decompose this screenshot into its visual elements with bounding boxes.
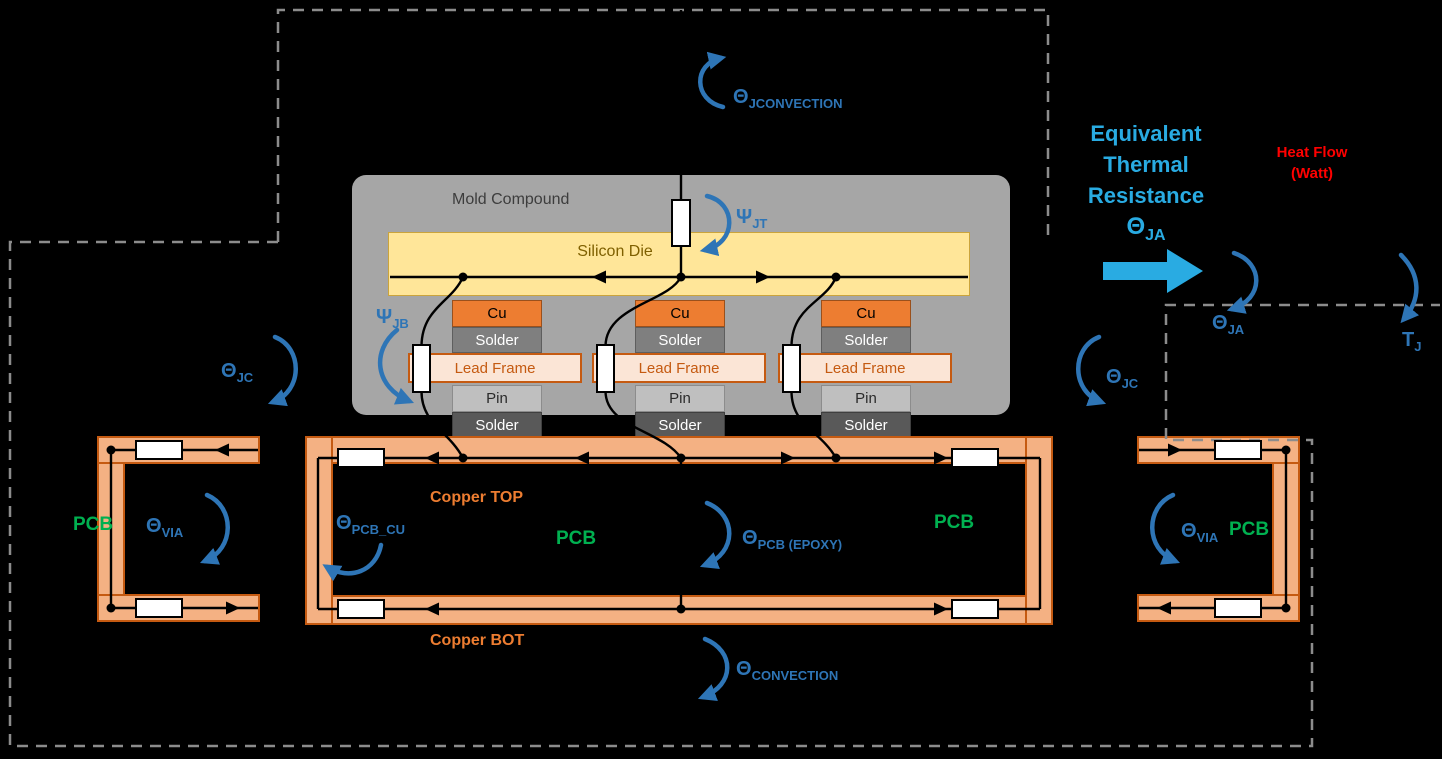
silicon-die-box xyxy=(388,232,970,296)
pcb-main-right-bar xyxy=(1025,436,1053,625)
pcb-main-copper-bottom-bar xyxy=(305,595,1053,625)
pcb-label-right-piece: PCB xyxy=(1229,519,1270,540)
pin-label-1: Pin xyxy=(486,390,508,407)
pcb-main-left-bar xyxy=(305,436,333,625)
cu-label-3: Cu xyxy=(856,305,876,322)
heat-flow-line-2: (Watt) xyxy=(1291,165,1333,182)
theta-jc-left-label: ΘJC xyxy=(221,360,254,385)
solder-bottom-label-2: Solder xyxy=(658,416,702,434)
theta-pcb-cu-arrow-icon xyxy=(322,542,384,582)
heat-flow-line-1: Heat Flow xyxy=(1276,144,1348,161)
equivalent-title-line-1: Equivalent xyxy=(1090,121,1202,146)
pcb-label-left-piece: PCB xyxy=(73,514,114,535)
pcb-main-copper-top-bar xyxy=(305,436,1053,464)
solder-top-box-3: Solder xyxy=(821,327,911,353)
theta-jconvection-arrow-icon xyxy=(698,51,727,110)
equivalent-title-line-2: Thermal xyxy=(1103,152,1189,177)
theta-jc-right-arrow-icon xyxy=(1076,334,1107,407)
copper-bot-label: Copper BOT xyxy=(430,632,525,649)
lead-frame-box-2: Lead Frame xyxy=(592,353,766,383)
cu-label-1: Cu xyxy=(487,305,507,322)
theta-pcb-cu-label: ΘPCB_CU xyxy=(336,512,406,537)
theta-via-right-label: ΘVIA xyxy=(1181,520,1219,545)
pin-label-3: Pin xyxy=(855,390,877,407)
solder-top-box-1: Solder xyxy=(452,327,542,353)
solder-bottom-label-1: Solder xyxy=(475,416,519,434)
theta-jc-left-arrow-icon xyxy=(267,334,298,407)
pcb-right-top-bar xyxy=(1137,436,1300,464)
pcb-label-main-left: PCB xyxy=(556,528,597,549)
lead-frame-box-3: Lead Frame xyxy=(778,353,952,383)
theta-via-left-arrow-icon xyxy=(199,492,230,565)
lead-frame-box-1: Lead Frame xyxy=(408,353,582,383)
solder-top-label-2: Solder xyxy=(658,331,702,349)
theta-ja-arrow-icon xyxy=(1226,250,1259,314)
theta-via-right-arrow-icon xyxy=(1150,492,1181,565)
pin-box-1: Pin xyxy=(452,385,542,412)
solder-bottom-box-3: Solder xyxy=(821,412,911,438)
pin-box-3: Pin xyxy=(821,385,911,412)
theta-ja-label: ΘJA xyxy=(1212,312,1245,337)
theta-pcb-epoxy-label: ΘPCB (EPOXY) xyxy=(742,527,843,552)
psi-jt-label: ΨJT xyxy=(736,206,768,231)
theta-convection-label: ΘCONVECTION xyxy=(736,658,839,683)
lead-frame-label-3: Lead Frame xyxy=(824,359,906,377)
pin-box-2: Pin xyxy=(635,385,725,412)
copper-top-label: Copper TOP xyxy=(430,489,524,506)
solder-top-label-1: Solder xyxy=(475,331,519,349)
psi-jb-label: ΨJB xyxy=(376,306,409,331)
theta-jc-right-label: ΘJC xyxy=(1106,366,1139,391)
tj-label: TJ xyxy=(1402,329,1422,354)
lead-frame-label-2: Lead Frame xyxy=(638,359,720,377)
solder-bottom-box-2: Solder xyxy=(635,412,725,438)
mold-compound-label: Mold Compound xyxy=(452,191,570,208)
equivalent-transform-arrow-icon xyxy=(1103,249,1203,293)
solder-bottom-box-1: Solder xyxy=(452,412,542,438)
solder-top-label-3: Solder xyxy=(844,331,888,349)
pcb-left-top-bar xyxy=(97,436,260,464)
theta-via-left-label: ΘVIA xyxy=(146,515,184,540)
equivalent-title-block: Equivalent Thermal Resistance ΘJA xyxy=(1054,118,1238,251)
pin-label-2: Pin xyxy=(669,390,691,407)
cu-label-2: Cu xyxy=(670,305,690,322)
theta-pcb-epoxy-arrow-icon xyxy=(699,500,732,569)
pcb-left-bottom-bar xyxy=(97,594,260,622)
heat-flow-note: Heat Flow (Watt) xyxy=(1252,142,1372,184)
theta-convection-arrow-icon xyxy=(697,636,730,701)
silicon-die-label: Silicon Die xyxy=(577,243,653,260)
cu-box-1: Cu xyxy=(452,300,542,327)
theta-jconvection-label: ΘJCONVECTION xyxy=(733,86,843,111)
solder-bottom-label-3: Solder xyxy=(844,416,888,434)
tj-arrow-icon xyxy=(1398,252,1420,324)
pcb-right-bottom-bar xyxy=(1137,594,1300,622)
equivalent-title-symbol: ΘJA xyxy=(1126,213,1166,244)
lead-frame-label-1: Lead Frame xyxy=(454,359,536,377)
cu-box-3: Cu xyxy=(821,300,911,327)
pcb-label-main-right: PCB xyxy=(934,512,975,533)
solder-top-box-2: Solder xyxy=(635,327,725,353)
cu-box-2: Cu xyxy=(635,300,725,327)
equivalent-title-line-3: Resistance xyxy=(1087,183,1205,208)
